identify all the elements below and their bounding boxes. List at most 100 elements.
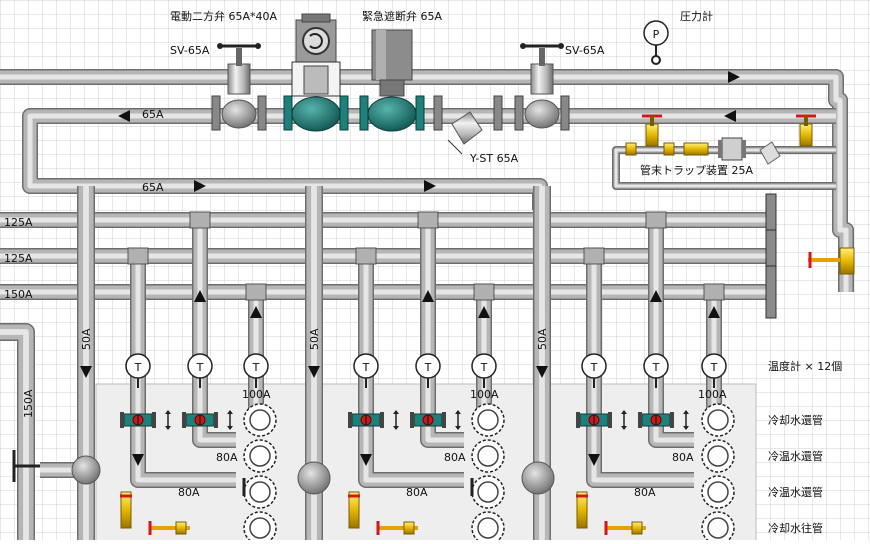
pressure-gauge: P (643, 20, 669, 65)
indicator-arrow (621, 410, 627, 414)
indicator-arrow (455, 410, 461, 414)
brass-valve-1 (120, 491, 132, 529)
flow-arrow (650, 290, 662, 302)
emergency-shutoff-valve[interactable] (359, 29, 425, 132)
pipe-section-inner (477, 517, 499, 539)
drain-valve-body (175, 521, 187, 535)
thermometer-symbol: T (196, 361, 204, 374)
indicator-arrow (227, 426, 233, 430)
pressure-gauge-symbol: P (653, 28, 660, 41)
valve-flange (410, 412, 414, 428)
drain-valve-body (631, 521, 643, 535)
flow-arrow (424, 180, 436, 192)
flow-arrow (250, 306, 262, 318)
thermometer-symbol: T (590, 361, 598, 374)
thermometer-symbol: T (710, 361, 718, 374)
steam-trap-assembly[interactable] (625, 114, 816, 165)
indicator-arrow (227, 410, 233, 414)
indicator-arrow (455, 426, 461, 430)
motor-two-way-valve[interactable] (283, 13, 349, 132)
riser-50a-label-2: 50A (308, 328, 321, 350)
indicator-arrow (683, 410, 689, 414)
gate-valve-left[interactable] (12, 450, 101, 485)
sv-left-label: SV-65A (170, 44, 210, 57)
thermometer-10 (643, 353, 669, 379)
riser-junction-2 (521, 461, 555, 495)
indicator-arrow (165, 426, 171, 430)
tee-fitting (583, 247, 605, 265)
pipe-section-inner (707, 445, 729, 467)
valve-flange (638, 412, 642, 428)
valve-flange (576, 412, 580, 428)
flow-arrow (360, 454, 372, 466)
branch-100a-label-1: 100A (242, 388, 271, 401)
pipe-section-inner (249, 517, 271, 539)
pipe-section-ring (471, 511, 505, 544)
drain-valve-right[interactable] (808, 247, 855, 275)
riser-50a-label-3: 50A (536, 328, 549, 350)
branch-100a-label-2: 100A (470, 388, 499, 401)
pipe-section-inner (249, 409, 271, 431)
thermometer-symbol: T (424, 361, 432, 374)
sv-valve-right[interactable] (514, 43, 570, 131)
sv-valve-left[interactable] (211, 43, 267, 131)
pipe-section-inner (477, 409, 499, 431)
legend-cooling-return: 冷却水還管 (768, 413, 823, 427)
branch-80a-label-5: 80A (672, 451, 694, 464)
indicator-arrow (165, 410, 171, 414)
flow-arrow (118, 110, 130, 122)
pipe-section-ring (243, 403, 277, 437)
legend-chilled-return-1: 冷温水還管 (768, 449, 823, 463)
tee-fitting (417, 211, 439, 229)
thermometer-9 (581, 353, 607, 379)
indicator-arrow (621, 426, 627, 430)
brass-valve-2 (348, 491, 360, 529)
riser-junction-1 (297, 461, 331, 495)
header-end-cap (765, 265, 777, 319)
y-strainer-label: Y-ST 65A (469, 152, 519, 165)
thermometer-symbol: T (362, 361, 370, 374)
steam-trap-label: 管末トラップ装置 25A (640, 163, 753, 177)
thermometer-11 (701, 353, 727, 379)
branch-80a-label-4: 80A (406, 486, 428, 499)
thermometer-count-label: 温度計 × 12個 (768, 359, 842, 373)
pipe-section-ring (471, 439, 505, 473)
thermometer-symbol: T (134, 361, 142, 374)
pipe-section-ring (243, 475, 277, 509)
flow-arrow (708, 306, 720, 318)
valve-flange (442, 412, 446, 428)
pipe-section-ring (701, 403, 735, 437)
pipe-section-ring (701, 511, 735, 544)
flow-arrow (80, 366, 92, 378)
valve-flange (380, 412, 384, 428)
pipe-section-ring (471, 475, 505, 509)
pipe-section-ring (471, 403, 505, 437)
pipe-section-inner (477, 445, 499, 467)
pipe-section-inner (249, 445, 271, 467)
flow-arrow (536, 366, 548, 378)
pressure-gauge-label: 圧力計 (680, 9, 713, 23)
pipe-150a-label: 150A (4, 288, 33, 301)
tee-fitting (189, 211, 211, 229)
tee-fitting (703, 283, 725, 301)
thermometer-7 (471, 353, 497, 379)
drain-valve-body (403, 521, 415, 535)
flow-arrow (308, 366, 320, 378)
y-strainer (433, 95, 503, 155)
branch-80a-label-3: 80A (444, 451, 466, 464)
pipe-section-ring (243, 439, 277, 473)
flow-arrow (724, 110, 736, 122)
valve-flange (608, 412, 612, 428)
thermometer-5 (353, 353, 379, 379)
indicator-arrow (683, 426, 689, 430)
pipe-segment (0, 329, 29, 540)
flow-arrow (728, 71, 740, 83)
pipe-125a-label-1: 125A (4, 216, 33, 229)
header-65a-label: 65A (142, 181, 164, 194)
pipe-section-ring (243, 511, 277, 544)
pipe-section-inner (249, 481, 271, 503)
pipe-section-ring (701, 475, 735, 509)
